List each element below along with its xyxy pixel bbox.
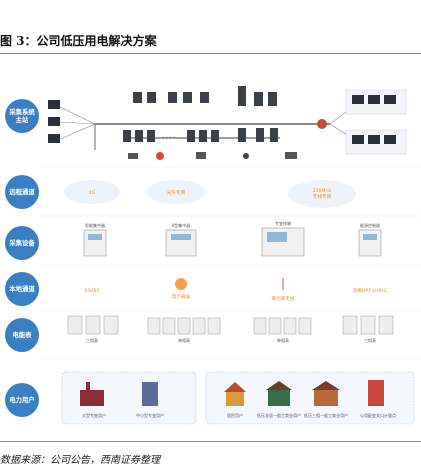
meter-group-3: 单相表 [277,337,289,343]
remote-channel-4g: 4G [89,190,96,196]
layer-badge-device: 采集设备 [5,226,39,260]
remote-channels: 4G 光纤专网 230MHz 无线专网 [64,180,356,208]
layer-label-meter: 电能表 [12,330,32,339]
layer-badge-remote: 远程通道 [5,175,39,209]
user-label-2: 中小型专变用户 [136,412,164,418]
device-label-3: 专变终端 [275,220,291,226]
layer-label-local: 本地通道 [9,284,35,293]
meter-group-2: 单相表 [178,337,190,343]
collection-devices: 智能集中器 II型集中器 专变终端 能源控制器 [83,220,382,257]
master-station-network: • • • • [48,86,407,160]
source-note: 数据来源：公司公告，西南证券整理 [0,455,160,466]
user-label-6: 公用配变关口计量点 [360,412,396,418]
remote-channel-230mhz: 230MHz [313,188,332,194]
figure-title: 图 3：公司低压用电解决方案 [0,34,157,48]
local-channel-rs485: RS485 [85,288,100,294]
solution-diagram: 采集系统 主站 远程通道 采集设备 本地通道 电能表 电力用户 [5,86,420,425]
device-label-1: 智能集中器 [85,222,105,228]
layer-label-remote: 远程通道 [9,187,35,196]
layer-badge-master: 采集系统 主站 [5,99,39,133]
user-label-3: 居民用户 [227,412,243,418]
device-label-4: 能源控制器 [360,222,380,228]
user-label-4: 低压非居一般工商业用户 [257,412,301,418]
meters: 三相表 单相表 单相表 三相表 [67,315,394,343]
footer-divider [0,441,421,442]
power-users: 大型专变用户 中小型专变用户 居民用户 低压非居一般工商业用户 低压三相一般工商… [61,371,415,425]
layer-label-master-2: 主站 [16,115,29,124]
local-channel-plc: 电力载波 [172,293,191,300]
remote-channel-fiber: 光纤专网 [167,189,186,196]
layer-label-user: 电力用户 [9,395,35,404]
layer-label-device: 采集设备 [8,238,35,247]
layer-badge-local: 本地通道 [5,272,39,306]
svg-text:• • • •: • • • • [162,135,175,140]
layer-badge-user: 电力用户 [5,383,39,417]
meter-group-1: 三相表 [86,337,98,343]
remote-channel-wireless: 无线专网 [313,193,332,200]
layer-badge-meter: 电能表 [5,318,39,352]
user-label-1: 大型专变用户 [82,412,106,418]
local-channel-dual: 双模HRF+HPLC [353,287,387,294]
local-channels: RS485 电力载波 微功率无线 双模HRF+HPLC [85,278,387,302]
device-label-2: II型集中器 [172,222,190,228]
title-divider [0,53,421,54]
user-label-5: 低压三相一般工商业用户 [304,412,348,418]
layer-label-master: 采集系统 [8,107,35,116]
meter-group-4: 三相表 [364,337,376,343]
figure-title-bar: 图 3：公司低压用电解决方案 [0,30,421,50]
local-channel-micropower: 微功率无线 [272,295,295,302]
